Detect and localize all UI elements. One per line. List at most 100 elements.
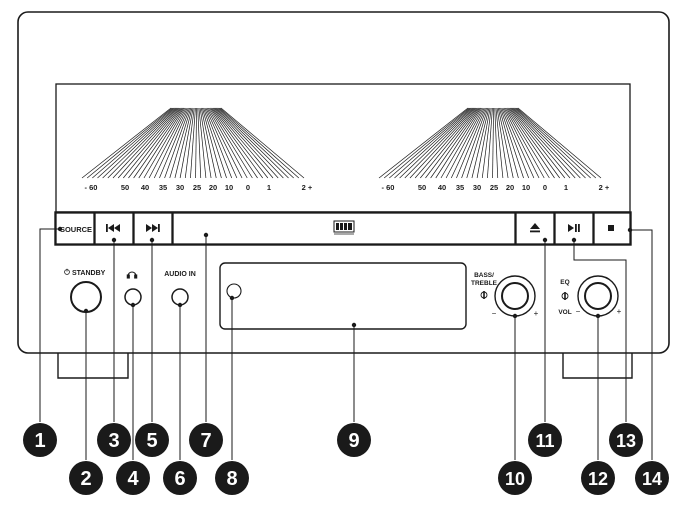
callout-number: 2	[80, 468, 91, 490]
eq-label: EQ	[560, 279, 569, 286]
meter-scale-label: 20	[209, 183, 217, 192]
callout-number: 12	[588, 469, 608, 489]
meter-line	[159, 107, 189, 179]
meter-line	[97, 107, 175, 179]
eject-icon	[530, 223, 540, 233]
meter-line	[440, 107, 483, 179]
power-icon	[64, 268, 70, 275]
meter-scale-label: - 60	[85, 183, 98, 192]
stop-icon	[608, 225, 614, 231]
play-pause-button[interactable]	[554, 212, 594, 245]
meter-line	[456, 107, 486, 179]
meter-line	[499, 107, 519, 179]
meter-line	[153, 107, 188, 179]
meter-line	[199, 107, 212, 179]
meter-line	[204, 107, 233, 179]
vol-label: VOL	[558, 309, 571, 316]
meter-line	[190, 107, 196, 179]
bass-treble-knob-inner	[501, 282, 529, 310]
meter-line	[461, 107, 487, 179]
meter-line	[510, 107, 571, 179]
callout-badge-10	[498, 461, 532, 495]
meter-line	[383, 107, 470, 179]
callout-badge-11	[528, 423, 562, 457]
callout-badge-4	[116, 461, 150, 495]
meter-scale-label: 35	[159, 183, 167, 192]
meter-scale-label: 2 +	[302, 183, 313, 192]
meter-line	[497, 107, 514, 179]
meter-line	[174, 107, 193, 179]
meter-line	[496, 107, 509, 179]
meter-line	[209, 107, 253, 179]
meter-scale-label: 25	[490, 183, 498, 192]
meter-line	[404, 107, 475, 179]
meter-line	[213, 107, 274, 179]
callout-number: 8	[226, 468, 237, 490]
meter-line	[511, 107, 576, 179]
callout-number: 3	[108, 430, 119, 452]
compact-disc-logo-icon	[333, 220, 355, 235]
meter-scale-label: 0	[246, 183, 250, 192]
meter-line	[515, 107, 591, 179]
meter-scale-label: 50	[418, 183, 426, 192]
source-button-label: SOURCE	[60, 225, 92, 234]
meter-line	[414, 107, 477, 179]
meter-line	[425, 107, 479, 179]
source-button[interactable]	[55, 212, 95, 245]
meter-scale-label: 10	[522, 183, 530, 192]
meter-line	[516, 107, 597, 179]
bass-treble-plus: +	[534, 309, 539, 318]
play-pause-icon	[568, 224, 580, 232]
meter-line	[399, 107, 473, 179]
callout-number: 5	[146, 430, 157, 452]
meter-line	[143, 107, 186, 179]
callout-badge-8	[215, 461, 249, 495]
leader-dots	[57, 226, 633, 328]
callout-badge-9	[337, 423, 371, 457]
meter-line	[517, 107, 602, 179]
meter-line	[112, 107, 179, 179]
meter-scale-label: 30	[176, 183, 184, 192]
bass-treble-label-line2: TREBLE	[471, 280, 498, 287]
meter-line	[507, 107, 555, 179]
meter-line	[123, 107, 181, 179]
meter-line	[216, 107, 284, 179]
audio-in-label: AUDIO IN	[164, 271, 196, 278]
meter-scale-label: 1	[564, 183, 568, 192]
meter-line	[86, 107, 173, 179]
callout-badge-6	[163, 461, 197, 495]
callout-badge-5	[135, 423, 169, 457]
meter-line	[435, 107, 482, 179]
meter-line	[117, 107, 180, 179]
meter-line	[389, 107, 471, 179]
meter-line	[487, 107, 493, 179]
audio-in-jack[interactable]	[171, 288, 189, 306]
meter-line	[206, 107, 243, 179]
left-foot	[57, 353, 129, 379]
meter-scale-label: 2 +	[599, 183, 610, 192]
meter-line	[138, 107, 185, 179]
standby-label: STANDBY	[72, 270, 106, 277]
meter-line	[445, 107, 484, 179]
meter-scale-label: 50	[121, 183, 129, 192]
callout-number: 13	[616, 431, 636, 451]
meter-line	[197, 107, 202, 179]
meter-line	[207, 107, 248, 179]
meter-line	[212, 107, 269, 179]
meter-line	[450, 107, 485, 179]
display-window	[219, 262, 467, 330]
standby-button[interactable]	[70, 281, 102, 313]
meter-scale-label: 10	[225, 183, 233, 192]
meter-line	[409, 107, 476, 179]
meter-line	[500, 107, 524, 179]
meter-scale-label: 40	[438, 183, 446, 192]
meter-line	[148, 107, 187, 179]
leader-1	[39, 228, 60, 422]
bass-treble-minus: −	[492, 309, 497, 318]
meter-line	[211, 107, 263, 179]
headphone-jack[interactable]	[124, 288, 142, 306]
meter-line	[378, 107, 469, 179]
